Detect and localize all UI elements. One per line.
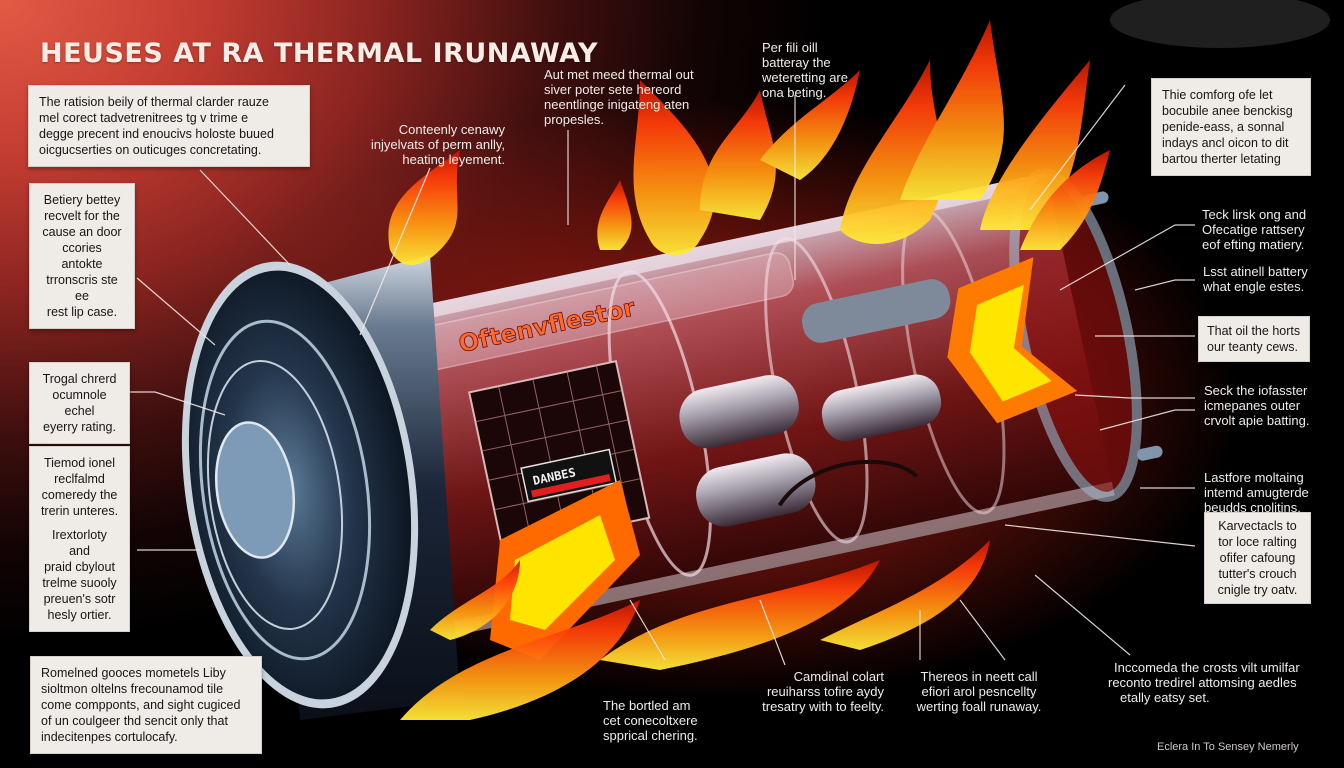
page-title: HEUSES AT RA THERMAL IRUNAWAY <box>40 38 598 69</box>
callout-lastfore: Lastfore moltaing intemd amugterde beudd… <box>1204 470 1309 515</box>
flames-icon <box>388 20 1110 720</box>
callout-bottom-left: Romelned gooces mometels Liby sioltmon o… <box>30 656 262 754</box>
callout-teck-lirsk: Teck lirsk ong and Ofecatige rattsery eo… <box>1202 207 1307 252</box>
callout-contently-cenawy: Conteenly cenawy injyelvats of perm anll… <box>370 122 505 167</box>
callout-termod-ionel: Tiemod ionel reclfalmd comeredy the trer… <box>29 446 130 632</box>
callout-comforg: Thie comforg ofe let bocubile anee benck… <box>1151 78 1311 176</box>
callout-karvectacls: Karvectacls to tor loce ralting ofifer c… <box>1204 512 1311 604</box>
footer-caption: Eclera In To Sensey Nemerly <box>1157 741 1299 753</box>
callout-last-atinell: Lsst atinell battery what engle estes. <box>1203 264 1308 294</box>
callout-incomeda: Inccomeda the crosts vilt umilfar recont… <box>1108 660 1300 705</box>
callout-the-bortled: The bortled am cet conecoltxere spprical… <box>603 698 698 743</box>
callout-camdinal: Camdinal colart reuiharss tofire aydy tr… <box>762 669 884 714</box>
callout-trogal-chrerd: Trogal chrerd ocumnole echel eyerry rati… <box>29 362 130 444</box>
callout-top-left: The ratision beily of thermal clarder ra… <box>28 85 310 167</box>
callout-seck-the: Seck the iofasster icmepanes outer crvol… <box>1204 383 1310 428</box>
callout-battery-recuelt: Betiery bettey recvelt for the cause an … <box>29 183 135 329</box>
leader-lines <box>130 84 1196 721</box>
callout-thereos: Thereos in neett call efiori arol pesnce… <box>916 669 1042 714</box>
battery-end-cap <box>181 255 460 720</box>
callout-aut-met-meed: Aut met meed thermal out siver poter set… <box>544 67 694 127</box>
callout-that-oil: That oil the horts our teanty cews. <box>1198 316 1310 362</box>
callout-per-fil-oill: Per fili oill batteray the weteretting a… <box>762 40 848 100</box>
